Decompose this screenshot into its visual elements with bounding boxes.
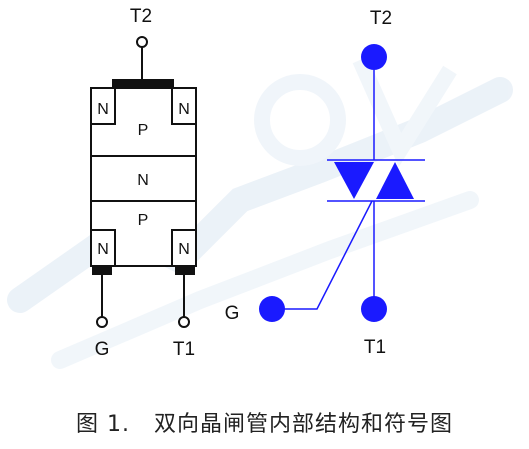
structure-label-g: G — [95, 339, 110, 360]
triac-symbol: T2 T1 G — [225, 8, 425, 358]
symbol-terminal-g — [259, 296, 285, 322]
figure-title: 双向晶闸管内部结构和符号图 — [153, 412, 453, 437]
n-region-top-left — [90, 87, 116, 125]
symbol-triangle-down — [334, 162, 374, 199]
figure-number: 图 1. — [76, 412, 130, 437]
terminal-g-circle — [96, 316, 108, 328]
n-label-bottom-right: N — [178, 241, 190, 258]
p-label-bottom: P — [138, 212, 149, 229]
gate-contact — [92, 266, 112, 275]
n-region-bottom-right — [171, 229, 197, 267]
terminal-t2-circle — [136, 36, 148, 48]
symbol-terminal-t2 — [361, 44, 387, 70]
n-region-top-right — [171, 87, 197, 125]
n-label-bottom-left: N — [97, 241, 109, 258]
figure-caption: 图 1. 双向晶闸管内部结构和符号图 — [0, 406, 529, 438]
internal-structure: T2 N N P N P N N G T1 — [90, 6, 197, 360]
top-contact — [112, 79, 174, 88]
caption-gap — [130, 412, 154, 437]
symbol-triangle-up — [376, 162, 414, 199]
symbol-label-t1: T1 — [364, 337, 386, 358]
symbol-label-t2: T2 — [370, 8, 392, 29]
terminal-t1-circle — [178, 316, 190, 328]
n-label-middle: N — [137, 172, 149, 189]
n-label-top-left: N — [97, 101, 109, 118]
p-label-top: P — [138, 122, 149, 139]
symbol-label-g: G — [225, 303, 240, 324]
structure-label-t2: T2 — [130, 6, 152, 27]
structure-label-t1: T1 — [173, 339, 195, 360]
t1-contact — [175, 266, 195, 275]
n-label-top-right: N — [178, 101, 190, 118]
symbol-gate-lead — [284, 200, 373, 310]
n-region-bottom-left — [90, 229, 116, 267]
symbol-terminal-t1 — [361, 296, 387, 322]
